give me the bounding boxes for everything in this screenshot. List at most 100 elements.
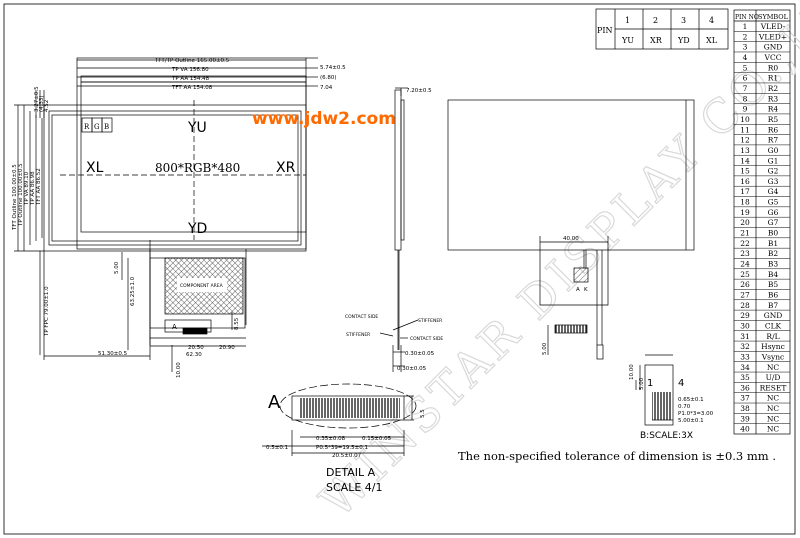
pin-table-number: 30	[740, 321, 750, 330]
stiffener-label: STIFFENER	[418, 318, 442, 324]
pin-table-symbol: VLED+	[758, 32, 787, 41]
dim-5-00: 5.00	[114, 261, 120, 274]
pin-table-number: 33	[740, 352, 750, 361]
dim-right-1: 5.74±0.5	[320, 65, 346, 71]
dim-detail-b-5: 5.00	[639, 377, 645, 390]
rgb-r: R	[84, 123, 90, 131]
pin-table-number: 1	[743, 22, 748, 31]
dim-detail-b-065: 0.65±0.1	[678, 397, 704, 403]
dim-20-50: 20.50	[188, 345, 204, 351]
component-area-label-bg	[177, 278, 227, 292]
pin-table-number: 23	[740, 249, 750, 258]
pin-table-symbol: VCC	[764, 53, 782, 62]
detail-a-scale: SCALE 4/1	[326, 481, 382, 494]
dim-detail-b-070: 0.70	[678, 404, 691, 410]
label-yd: YD	[187, 221, 207, 237]
pin-table-symbol: B4	[768, 270, 779, 279]
detail-b-scale: B:SCALE:3X	[640, 431, 693, 441]
pin-table-symbol: R4	[768, 105, 779, 114]
dim-detail-a-pitch: P0.5*39=19.5±0.1	[316, 445, 368, 451]
dim-v-outline: TFT Outline 100.00±0.5	[12, 164, 18, 231]
pin-table-symbol: VLED-	[760, 22, 786, 31]
pin-table-number: 13	[740, 146, 750, 155]
dim-8-55: 8.55	[234, 317, 240, 330]
pin-table-symbol: R5	[768, 115, 779, 124]
contact-side-label: CONTACT SIDE	[345, 314, 378, 320]
pin-header-name: YU	[621, 36, 634, 45]
pin-table-number: 25	[740, 270, 750, 279]
pin-table-number: 32	[740, 342, 750, 351]
dim-side-030a: 0.30±0.05	[405, 351, 435, 357]
pin-header-num: 3	[681, 16, 686, 25]
back-label-k: K	[584, 287, 588, 293]
back-label-a: A	[576, 287, 580, 293]
pin-table-symbol: RESET	[760, 383, 787, 392]
dim-detail-b-10: 10.00	[629, 364, 635, 380]
pin-header-name: XL	[706, 36, 718, 45]
pin-table-symbol: GND	[764, 43, 783, 52]
dim-v-tp-va: TP VA 89.10	[24, 171, 30, 206]
detail-b-labels: 10.00 5.00 1 4 0.65±0.1 0.70 P1.0*3=3.00…	[629, 364, 714, 441]
pin-header-table: PIN 1 2 3 4 YU XR YD XL	[595, 8, 729, 50]
label-xr: XR	[276, 160, 296, 176]
dim-20-90: 20.90	[219, 345, 235, 351]
pin-table-symbol: NC	[767, 414, 780, 423]
pin-table-number: 27	[740, 290, 750, 299]
dim-detail-a-total: 20.5±0.07	[332, 453, 362, 459]
pin-header-name: YD	[677, 36, 690, 45]
pin-table-symbol: R3	[768, 94, 779, 103]
dim-v-tp-aa: TP AA 86.98	[30, 171, 36, 206]
dim-detail-b-pitch: P1.0*3=3.00	[678, 411, 714, 417]
pin-table-number: 24	[740, 260, 750, 269]
pin-table-number: 10	[740, 115, 750, 124]
dim-detail-a-05: 0.5±0.1	[266, 445, 288, 451]
pin-table-number: 39	[740, 414, 750, 423]
pin-table-symbol: R0	[768, 63, 779, 72]
pin-table-number: 3	[743, 43, 748, 52]
dim-back-5: 5.00	[542, 342, 548, 355]
pin-table-number: 29	[740, 311, 750, 320]
pin-table-number: 8	[743, 94, 748, 103]
pin-table-symbol: B1	[768, 239, 778, 248]
detail-a-drawing	[262, 383, 417, 456]
detail-b-contacts	[652, 392, 672, 420]
pin-table-number: 36	[740, 383, 750, 392]
pin-table-symbol: G1	[768, 156, 779, 165]
pin-table-number: 40	[740, 425, 750, 434]
pin-table-number: 19	[740, 208, 750, 217]
pin-table-number: 9	[743, 105, 748, 114]
pin-table-number: 16	[740, 177, 750, 186]
pin-table-symbol: B0	[768, 229, 779, 238]
dim-tft-aa-width: TFT AA 154.08	[171, 85, 213, 91]
pin-table-symbol: R2	[768, 84, 779, 93]
pin-table-number: 18	[740, 198, 750, 207]
dim-tp-va-width: TP VA 156.80	[171, 67, 209, 73]
dim-back-40: 40.00	[563, 236, 579, 242]
detail-b-pin1: 1	[647, 378, 653, 389]
pin-table-header-symbol: SYMBOL	[758, 13, 789, 21]
pin-table-symbol: B7	[768, 301, 779, 310]
dim-left-1: 3.27±0.5	[34, 86, 40, 112]
detail-a-marker: A	[172, 323, 177, 331]
pin-table-symbol: G7	[768, 218, 779, 227]
back-led-pad	[574, 268, 588, 282]
pin-table-symbol: G6	[768, 208, 779, 217]
pin-table-number: 17	[740, 187, 750, 196]
pin-table-symbol: R1	[768, 74, 778, 83]
pin-table-number: 37	[740, 394, 750, 403]
pin-table-symbol: G0	[768, 146, 779, 155]
dim-side-top: 7.20±0.5	[406, 88, 432, 94]
pin-table-number: 21	[740, 229, 750, 238]
dim-tp-fpc: TP FPC 79.00±1.0	[44, 286, 50, 337]
pin-table-symbol: G2	[768, 167, 779, 176]
pin-table-number: 5	[743, 63, 748, 72]
pin-header-name: XR	[650, 36, 663, 45]
pin-table-number: 12	[740, 136, 750, 145]
pin-table-number: 35	[740, 373, 750, 382]
rgb-b: B	[104, 123, 109, 131]
front-view-markers: R G B YU YD XL XR 800*RGB*480 A	[84, 120, 296, 331]
dim-v-tft-aa: TFT AA 86.52	[36, 168, 42, 206]
resolution-label: 800*RGB*480	[155, 161, 240, 175]
front-view	[14, 57, 318, 372]
